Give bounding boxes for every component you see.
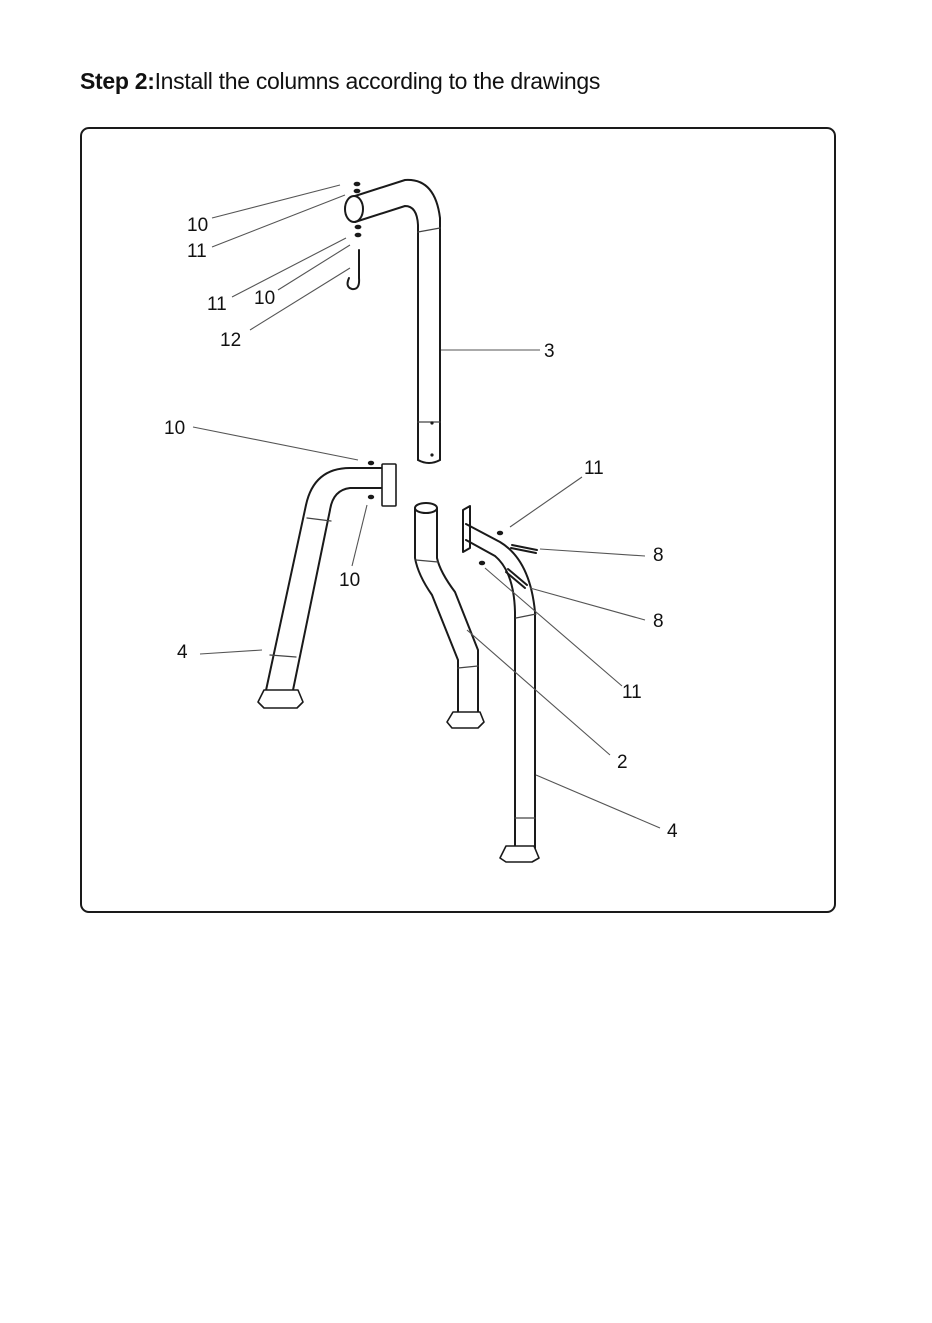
callout-8-upper: 8 [653, 545, 664, 566]
callout-4-right: 4 [667, 821, 678, 842]
hook-icon [348, 250, 360, 289]
column-part-3 [345, 180, 440, 463]
column-part-2 [415, 503, 484, 728]
callout-2: 2 [617, 752, 628, 773]
callout-10-mid: 10 [254, 288, 275, 309]
callout-12: 12 [220, 330, 241, 351]
column-part-4-left [258, 461, 396, 708]
callout-11-right: 11 [584, 458, 604, 479]
callout-labels: 10 11 11 10 12 3 10 10 11 8 8 11 4 2 4 [164, 215, 678, 842]
column-part-4-right [463, 506, 539, 862]
callout-11-right-low: 11 [622, 682, 642, 703]
callout-10-top: 10 [187, 215, 208, 236]
callout-10-left: 10 [164, 418, 185, 439]
callout-4-left: 4 [177, 642, 188, 663]
callout-11-mid: 11 [207, 294, 227, 315]
callout-11-top: 11 [187, 241, 207, 262]
leader-lines [193, 185, 660, 828]
callout-3: 3 [544, 341, 555, 362]
callout-8-lower: 8 [653, 611, 664, 632]
callout-10-left-low: 10 [339, 570, 360, 591]
